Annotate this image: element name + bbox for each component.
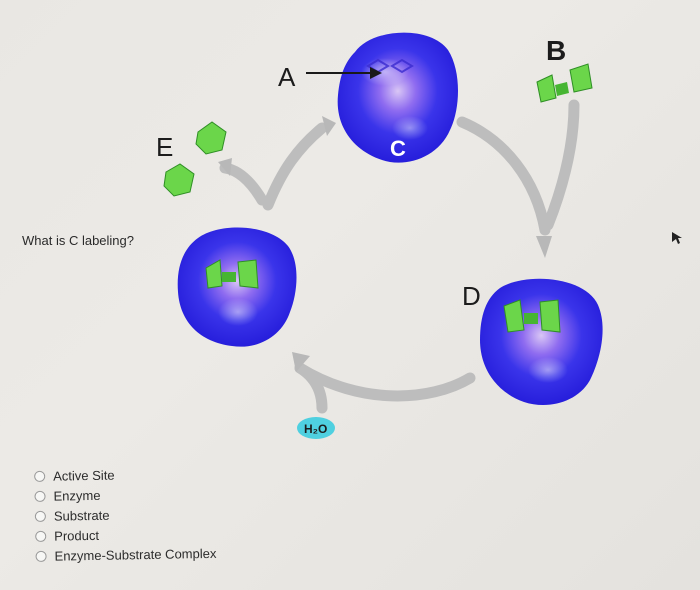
arrow-e-to-c (262, 122, 328, 211)
arrow-d-to-left (294, 362, 476, 402)
water-label: H₂O (304, 422, 327, 436)
label-a-pointer (306, 67, 382, 79)
radio-button[interactable] (35, 550, 47, 562)
substrate-b (536, 63, 593, 103)
arrow-b-to-d (542, 99, 580, 231)
label-e: E (156, 132, 173, 162)
cycle-arrows (219, 99, 580, 414)
label-d: D (462, 281, 481, 311)
arrow-from-water (294, 362, 328, 414)
radio-button[interactable] (34, 490, 46, 502)
label-c: C (390, 136, 406, 161)
question-prompt: What is C labeling? (22, 233, 134, 248)
label-b: B (546, 35, 566, 66)
arrow-to-e (219, 162, 268, 206)
substrate-in-d (503, 299, 561, 333)
option-label: Enzyme-Substrate Complex (54, 545, 217, 564)
arrow-c-to-d (456, 116, 551, 236)
products-e (163, 121, 227, 197)
label-a: A (278, 62, 296, 92)
answer-options: Active Site Enzyme Substrate Product Enz… (34, 461, 336, 566)
option-label: Product (54, 527, 100, 544)
enzyme-c (337, 32, 458, 163)
radio-button[interactable] (34, 470, 46, 482)
option-label: Enzyme (53, 487, 101, 504)
water-badge (297, 417, 335, 439)
substrate-bound (205, 259, 259, 289)
option-label: Active Site (53, 467, 115, 484)
arrow-heads (218, 116, 552, 372)
radio-button[interactable] (35, 530, 47, 542)
enzyme-d (480, 278, 603, 406)
mouse-cursor-icon (672, 232, 682, 244)
enzyme-substrate-complex-left (177, 227, 297, 347)
radio-button[interactable] (34, 510, 46, 522)
option-label: Substrate (53, 507, 110, 524)
